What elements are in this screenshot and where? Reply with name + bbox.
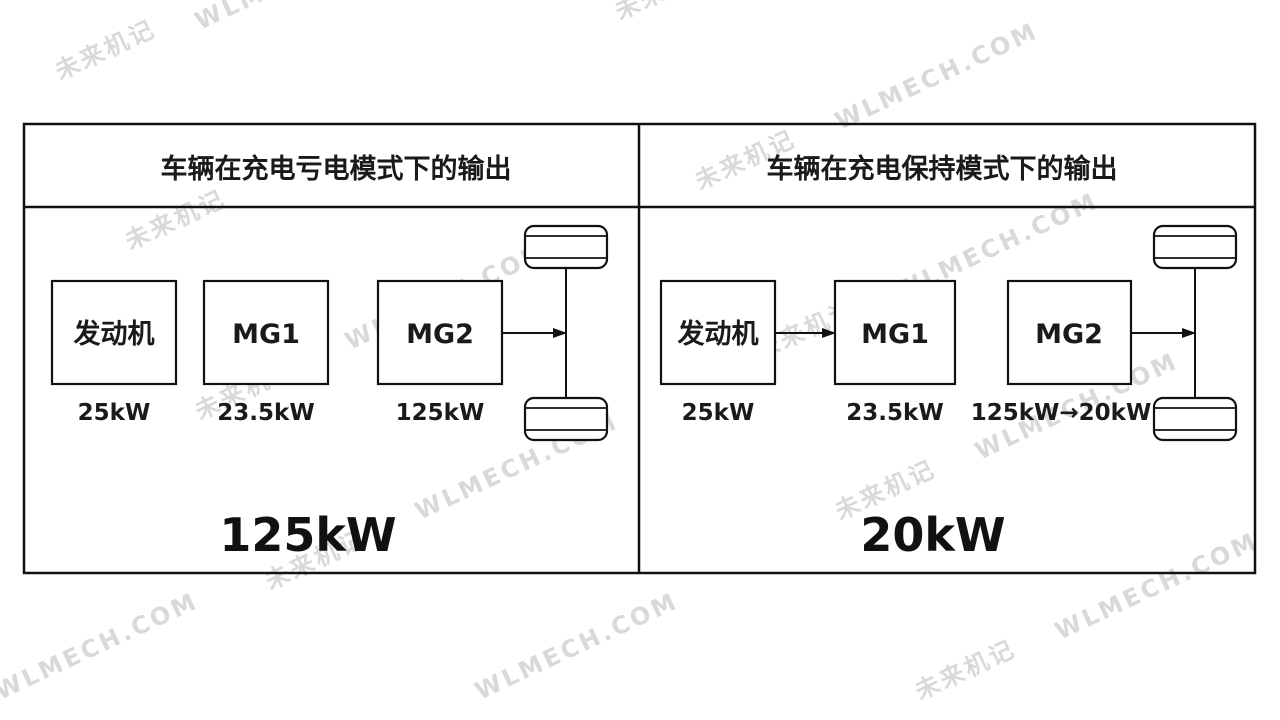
mg2-label: MG2	[1035, 319, 1103, 350]
engine-power: 25kW	[682, 400, 755, 426]
mg1-box	[833, 279, 957, 386]
watermark-brand: 未来机记	[611, 0, 721, 25]
front-wheel-icon	[523, 224, 609, 270]
watermark-site: WLMECH.COM	[0, 587, 203, 706]
axle-assembly	[1152, 224, 1238, 442]
watermark-brand: 未来机记	[51, 14, 161, 85]
mg1-block: MG1 23.5kW	[202, 279, 330, 426]
mg1-power: 23.5kW	[217, 400, 314, 426]
mg2-block: MG2 125kW	[376, 279, 504, 426]
watermark-brand: 未来机记	[911, 634, 1021, 705]
mg2-power: 125kW→20kW	[971, 400, 1152, 426]
panel-charge-depleting: 车辆在充电亏电模式下的输出 发动机 25kW MG1 23.5kW MG2 12…	[50, 153, 609, 562]
engine-power: 25kW	[78, 400, 151, 426]
front-wheel-icon	[1152, 224, 1238, 270]
total-output: 125kW	[219, 508, 396, 562]
panel-title: 车辆在充电亏电模式下的输出	[161, 153, 512, 185]
mg2-box	[1006, 279, 1133, 386]
rear-wheel-icon	[1152, 396, 1238, 442]
mg1-block: MG1 23.5kW	[833, 279, 957, 426]
engine-label: 发动机	[677, 318, 759, 350]
axle-assembly	[523, 224, 609, 442]
mg1-label: MG1	[232, 319, 300, 350]
total-output: 20kW	[860, 508, 1005, 562]
panel-charge-sustaining: 车辆在充电保持模式下的输出 发动机 25kW MG1 23.5kW MG2 12…	[659, 153, 1238, 562]
engine-block: 发动机 25kW	[659, 279, 777, 426]
mg1-box	[202, 279, 330, 386]
watermark-site: WLMECH.COM	[471, 587, 683, 706]
watermark-site: WLMECH.COM	[1051, 527, 1263, 646]
engine-label: 发动机	[73, 318, 155, 350]
watermark-brand: 未来机记	[121, 184, 231, 255]
mg2-block: MG2 125kW→20kW	[971, 279, 1152, 426]
mg1-power: 23.5kW	[846, 400, 943, 426]
engine-box	[50, 279, 178, 386]
engine-block: 发动机 25kW	[50, 279, 178, 426]
rear-wheel-icon	[523, 396, 609, 442]
watermark-site: WLMECH.COM	[191, 0, 403, 35]
mg2-label: MG2	[406, 319, 474, 350]
panel-title: 车辆在充电保持模式下的输出	[767, 153, 1118, 185]
watermark-site: WLMECH.COM	[831, 17, 1043, 136]
mg1-label: MG1	[861, 319, 929, 350]
diagram-frame	[22, 122, 1257, 575]
mg2-box	[376, 279, 504, 386]
mg2-power: 125kW	[396, 400, 485, 426]
